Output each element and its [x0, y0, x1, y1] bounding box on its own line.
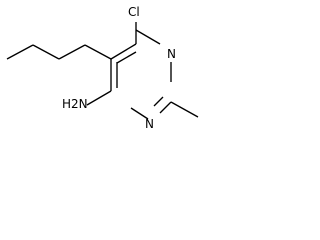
bond-c5-c6-double	[116, 51, 137, 64]
bond-c6-n1	[135, 29, 161, 45]
bond-butyl-3	[32, 44, 60, 60]
bond-c4-amine	[86, 90, 112, 106]
ring-nitrogen-top-label: N	[167, 47, 176, 61]
ring-nitrogen-bottom-label: N	[145, 117, 154, 131]
bond-c2-n3-double	[153, 96, 164, 107]
bond-butyl-1	[84, 44, 112, 60]
amine-label: H2N	[62, 97, 88, 111]
bond-butyl-2	[58, 44, 86, 60]
bond-c2-n3	[159, 101, 172, 114]
bond-c2-methyl	[170, 101, 199, 118]
molecule-canvas: Cl N N H2N	[0, 0, 214, 139]
bond-butyl-4	[6, 44, 34, 60]
bond-c5-c6	[110, 43, 137, 60]
chlorine-label: Cl	[128, 5, 140, 19]
bond-n3-c4	[130, 107, 149, 120]
structure-diagram: Cl N N H2N	[6, 5, 199, 131]
